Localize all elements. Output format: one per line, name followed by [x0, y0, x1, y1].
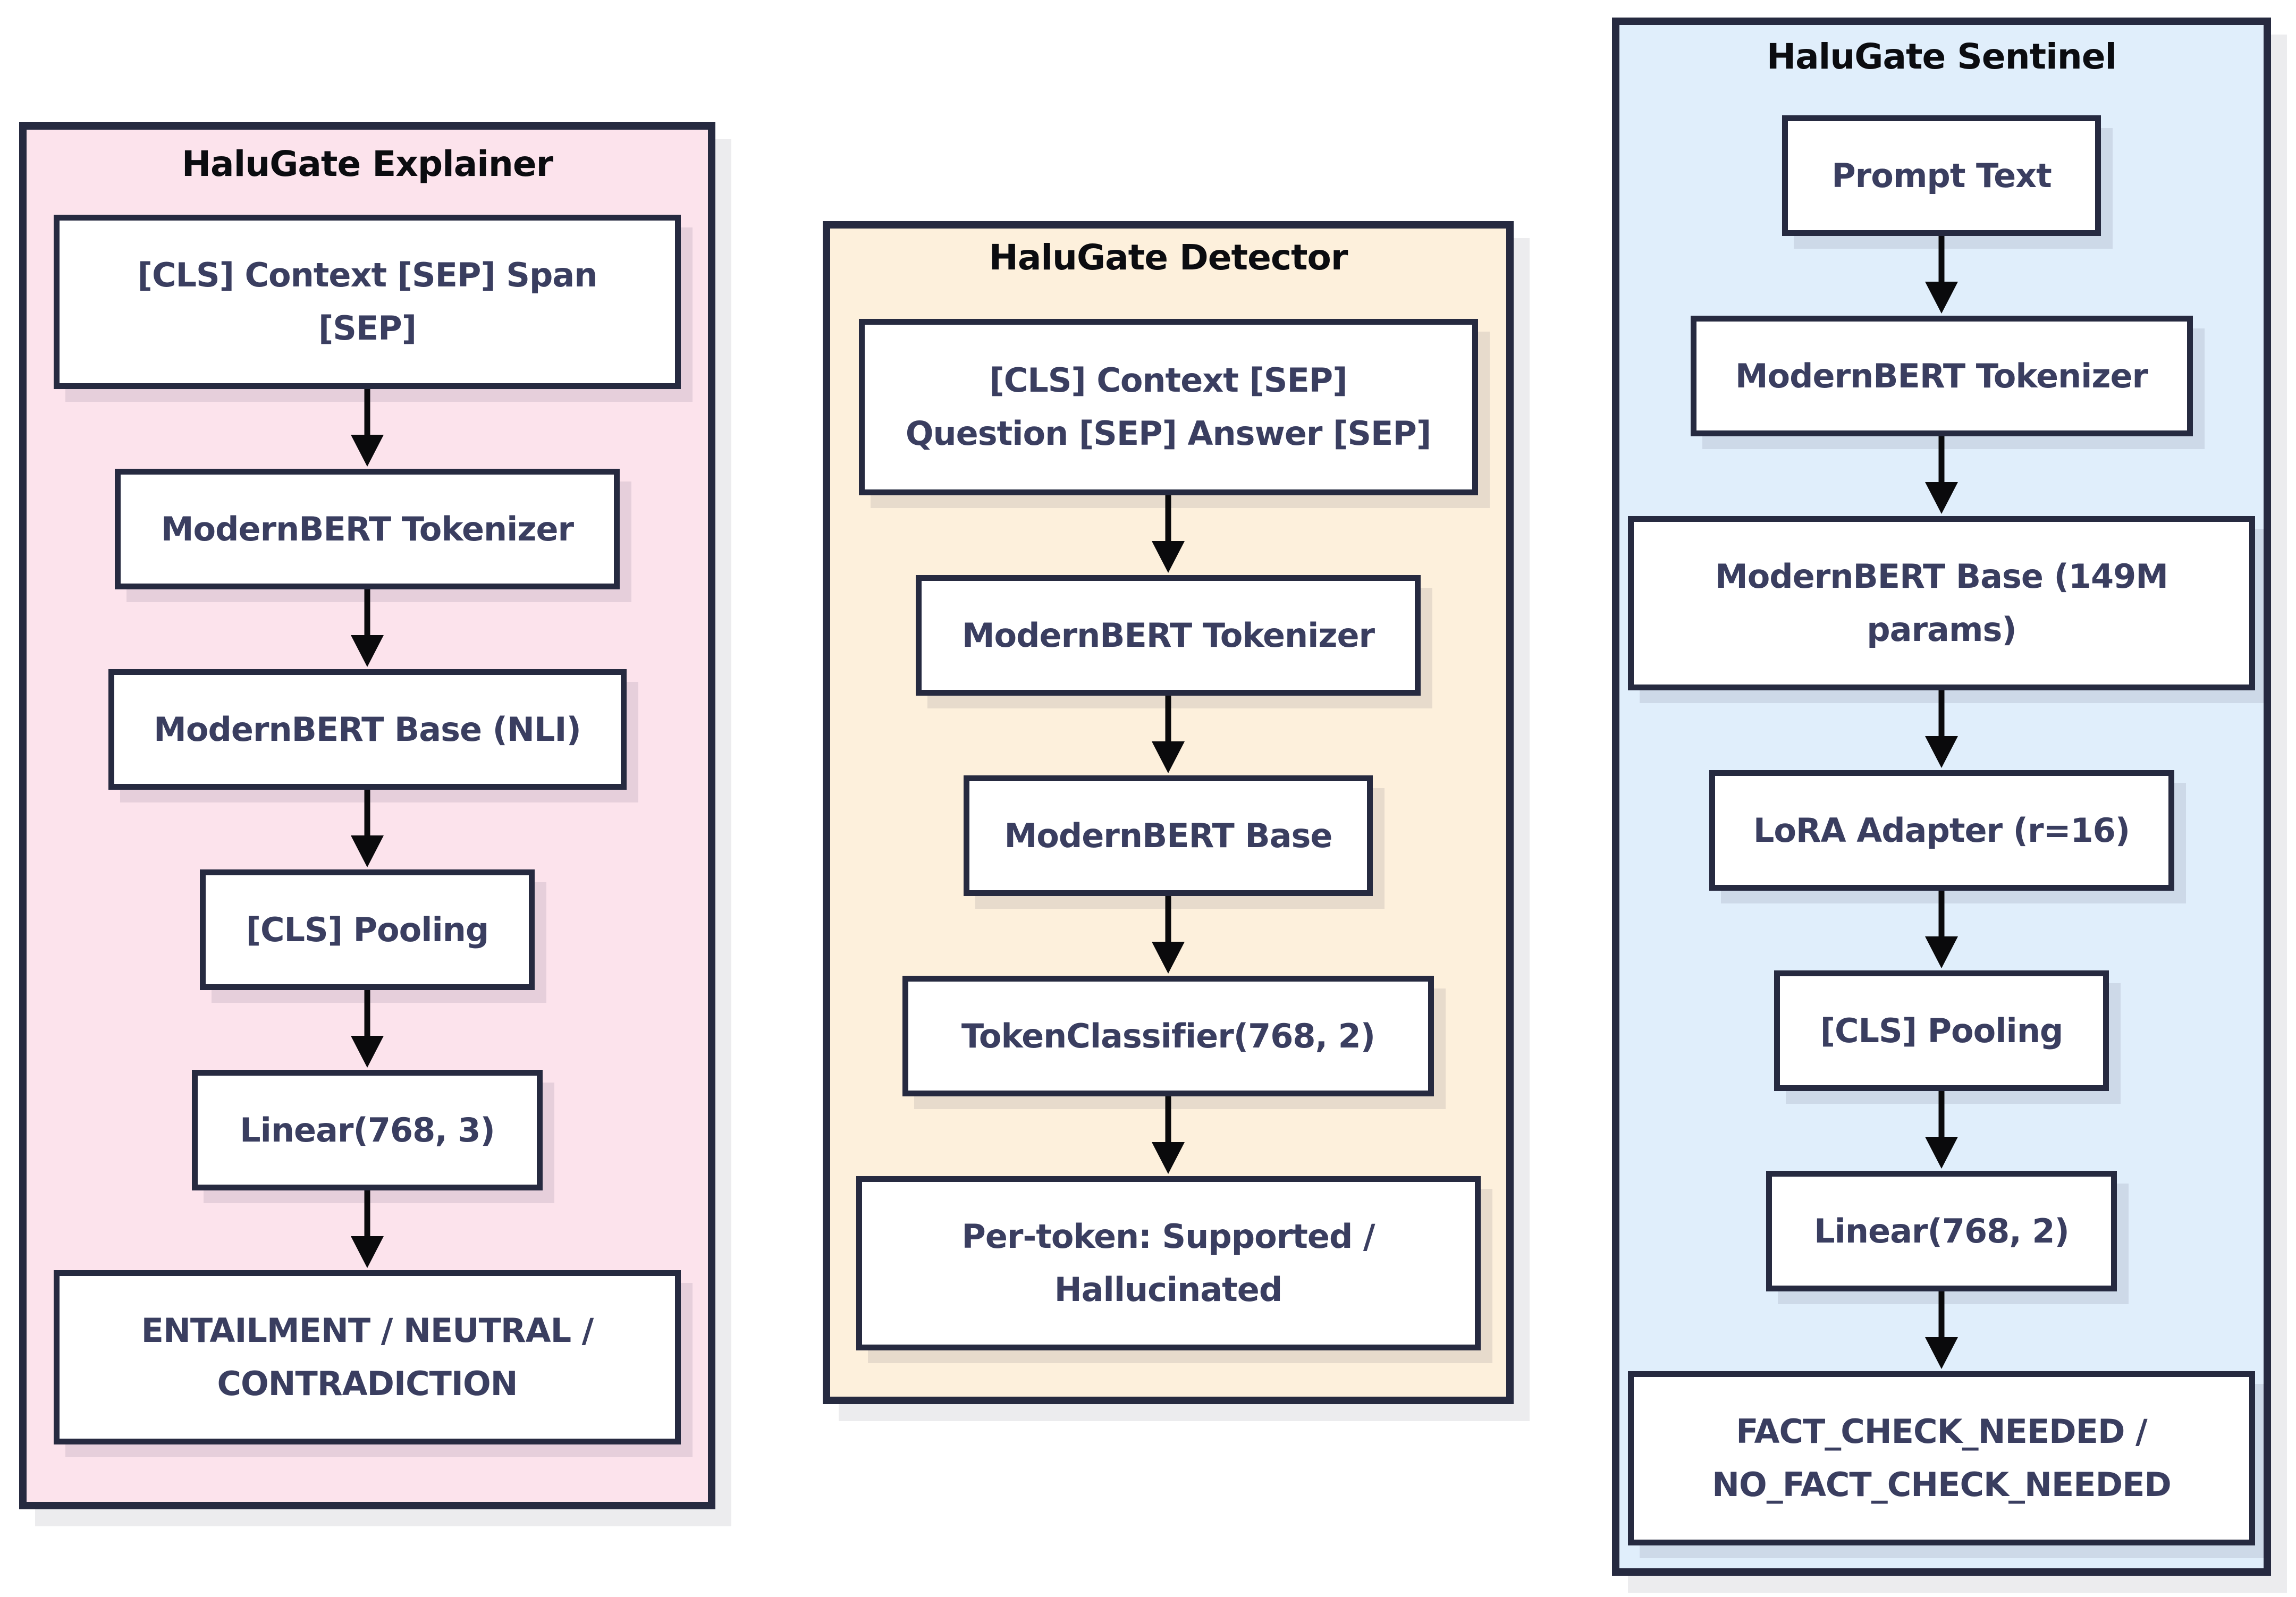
box-detector-input: [CLS] Context [SEP] Question [SEP] Answe…	[858, 319, 1478, 495]
box-detector-tokenizer: ModernBERT Tokenizer	[916, 575, 1421, 696]
box-explainer-cls-pooling-label: [CLS] Pooling	[246, 910, 489, 949]
box-sentinel-output: FACT_CHECK_NEEDED / NO_FACT_CHECK_NEEDED	[1628, 1371, 2255, 1545]
arrow-down-icon	[1923, 1091, 1960, 1171]
box-explainer-cls-pooling: [CLS] Pooling	[200, 869, 535, 990]
box-explainer-input: [CLS] Context [SEP] Span [SEP]	[54, 215, 681, 389]
box-sentinel-base-149m: ModernBERT Base (149M params)	[1628, 516, 2255, 690]
box-detector-tokenizer-label: ModernBERT Tokenizer	[961, 615, 1375, 655]
box-sentinel-cls-pooling: [CLS] Pooling	[1774, 970, 2109, 1091]
panel-halugate-detector: HaluGate Detector [CLS] Context [SEP] Qu…	[823, 221, 1514, 1404]
box-explainer-linear: Linear(768, 3)	[192, 1070, 543, 1190]
box-detector-base: ModernBERT Base	[964, 775, 1373, 896]
box-sentinel-tokenizer: ModernBERT Tokenizer	[1690, 316, 2193, 436]
box-sentinel-linear: Linear(768, 2)	[1766, 1171, 2117, 1291]
arrow-down-icon	[1923, 436, 1960, 516]
box-explainer-tokenizer: ModernBERT Tokenizer	[115, 469, 620, 589]
box-detector-base-label: ModernBERT Base	[1004, 816, 1333, 855]
box-sentinel-lora-adapter-label: LoRA Adapter (r=16)	[1753, 810, 2130, 850]
box-detector-output: Per-token: Supported / Hallucinated	[856, 1176, 1481, 1350]
box-explainer-base-nli-label: ModernBERT Base (NLI)	[154, 709, 581, 749]
arrow-down-icon	[349, 589, 386, 669]
box-sentinel-tokenizer-label: ModernBERT Tokenizer	[1735, 356, 2148, 395]
arrow-down-icon	[349, 389, 386, 469]
box-sentinel-cls-pooling-label: [CLS] Pooling	[1820, 1011, 2064, 1050]
box-detector-token-classifier: TokenClassifier(768, 2)	[902, 976, 1434, 1096]
arrow-down-icon	[1923, 1291, 1960, 1371]
box-sentinel-prompt-text-label: Prompt Text	[1831, 156, 2052, 195]
panel-title-sentinel: HaluGate Sentinel	[1766, 36, 2117, 77]
box-explainer-base-nli: ModernBERT Base (NLI)	[108, 669, 627, 790]
box-sentinel-output-label: FACT_CHECK_NEEDED / NO_FACT_CHECK_NEEDED	[1712, 1412, 2172, 1504]
box-detector-output-label: Per-token: Supported / Hallucinated	[961, 1217, 1375, 1309]
box-sentinel-linear-label: Linear(768, 2)	[1814, 1211, 2070, 1250]
box-explainer-linear-label: Linear(768, 3)	[240, 1110, 495, 1150]
arrow-down-icon	[1150, 495, 1187, 575]
arrow-down-icon	[1923, 236, 1960, 316]
arrow-down-icon	[349, 790, 386, 869]
box-explainer-output-label: ENTAILMENT / NEUTRAL / CONTRADICTION	[141, 1311, 594, 1403]
box-explainer-input-label: [CLS] Context [SEP] Span [SEP]	[137, 256, 598, 348]
box-sentinel-lora-adapter: LoRA Adapter (r=16)	[1709, 770, 2174, 891]
arrow-down-icon	[1923, 891, 1960, 970]
arrow-down-icon	[1150, 696, 1187, 775]
box-explainer-output: ENTAILMENT / NEUTRAL / CONTRADICTION	[54, 1270, 681, 1444]
panel-halugate-sentinel: HaluGate Sentinel Prompt Text ModernBERT…	[1612, 18, 2271, 1576]
arrow-down-icon	[1150, 1096, 1187, 1176]
arrow-down-icon	[1150, 896, 1187, 976]
box-explainer-tokenizer-label: ModernBERT Tokenizer	[161, 509, 574, 548]
arrow-down-icon	[349, 1190, 386, 1270]
panel-title-explainer: HaluGate Explainer	[181, 143, 553, 184]
box-sentinel-prompt-text: Prompt Text	[1782, 115, 2101, 236]
box-detector-token-classifier-label: TokenClassifier(768, 2)	[961, 1016, 1375, 1055]
panel-title-detector: HaluGate Detector	[989, 237, 1348, 278]
panel-halugate-explainer: HaluGate Explainer [CLS] Context [SEP] S…	[19, 122, 715, 1509]
box-detector-input-label: [CLS] Context [SEP] Question [SEP] Answe…	[905, 361, 1431, 453]
box-sentinel-base-149m-label: ModernBERT Base (149M params)	[1715, 557, 2168, 649]
arrow-down-icon	[349, 990, 386, 1070]
arrow-down-icon	[1923, 690, 1960, 770]
